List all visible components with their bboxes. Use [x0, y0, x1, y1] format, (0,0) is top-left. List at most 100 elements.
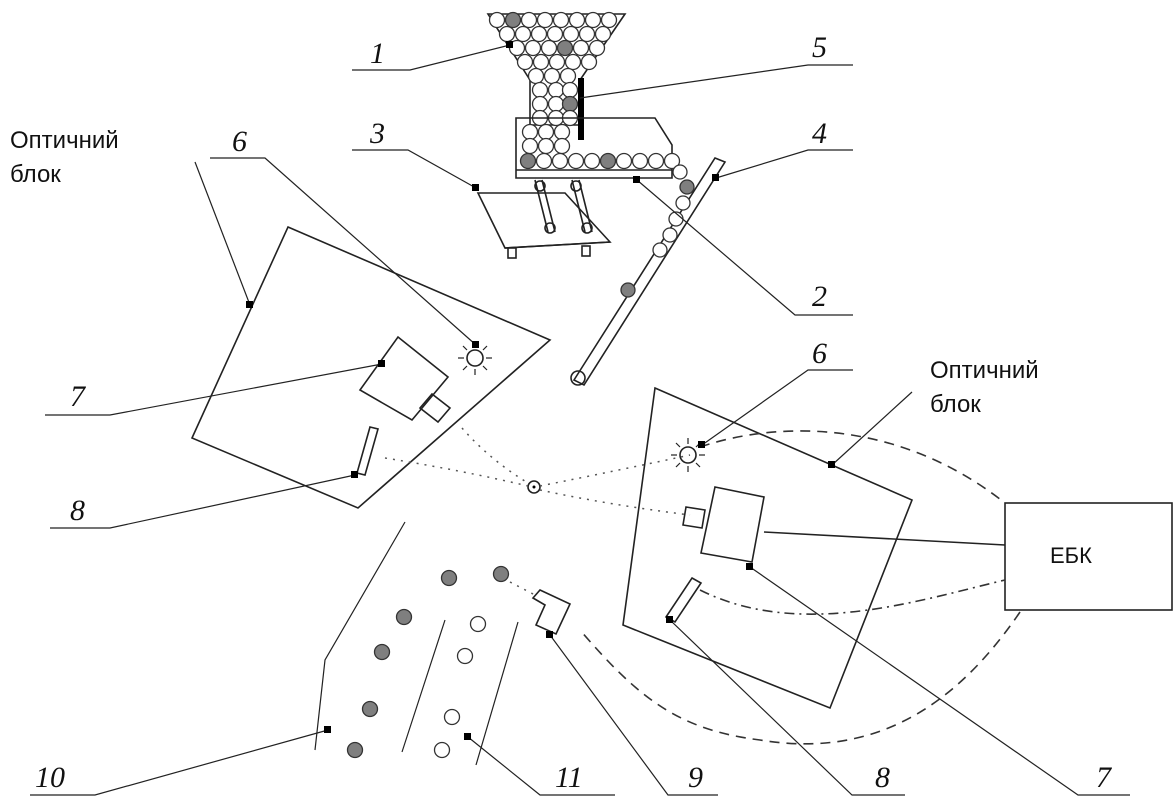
view-line-right-2	[539, 454, 691, 487]
hopper-ball	[588, 39, 606, 57]
hopper-ball	[561, 95, 579, 113]
hopper-ball	[600, 11, 618, 29]
tray-ball	[599, 152, 617, 170]
hopper-ball	[527, 67, 545, 85]
falling-ball	[672, 164, 688, 180]
label-9: 9	[688, 761, 703, 794]
hopper-ball	[561, 81, 579, 99]
leader-6-right	[701, 369, 853, 446]
leader-1	[352, 44, 511, 71]
label-6-left: 6	[232, 125, 247, 158]
hopper-ball	[578, 25, 596, 43]
tray-ball	[631, 152, 649, 170]
leader-8-left	[50, 474, 356, 529]
mirror-left	[356, 426, 379, 476]
air-jet	[509, 581, 536, 596]
label-11: 11	[555, 761, 583, 794]
leader-9	[549, 634, 718, 796]
leader-3	[352, 149, 477, 189]
link-ebk-to-ejector	[579, 611, 1021, 745]
hopper-ball	[568, 11, 586, 29]
collector-divider	[401, 619, 446, 753]
camera-right-lens	[682, 506, 706, 529]
tray-balls	[519, 123, 681, 170]
base-foot-left	[507, 247, 517, 259]
camera-left-lens	[418, 392, 452, 424]
rejected-ball	[361, 700, 379, 718]
accepted-ball	[433, 741, 451, 759]
hopper-ball	[546, 25, 564, 43]
accepted-ball	[469, 615, 487, 633]
hopper-ball	[514, 25, 532, 43]
tray-ball	[663, 152, 681, 170]
leader-optical-right	[831, 391, 913, 466]
hopper-ball	[536, 11, 554, 29]
rejected-ball	[492, 565, 510, 583]
tray-ball	[647, 152, 665, 170]
optical-block-left	[190, 225, 552, 509]
leader-11	[467, 736, 615, 796]
light-source-right	[671, 438, 705, 472]
tray-ball	[553, 123, 571, 141]
hopper	[486, 11, 627, 127]
hopper-ball	[562, 25, 580, 43]
hopper-ball	[504, 11, 522, 29]
rejected-ball	[373, 643, 391, 661]
spring-left	[534, 179, 556, 234]
label-10: 10	[35, 761, 65, 794]
optical-block-left-frame	[190, 225, 552, 509]
falling-ball	[620, 282, 636, 298]
tray-ball	[521, 137, 539, 155]
rejected-ball	[440, 569, 458, 587]
hopper-ball	[524, 39, 542, 57]
view-line-left-1	[461, 427, 529, 484]
accepted-ball	[456, 647, 474, 665]
ejector-nozzle	[509, 581, 572, 636]
label-5: 5	[812, 31, 827, 64]
camera-right	[682, 486, 765, 563]
control-unit: ЕБК	[1004, 502, 1173, 611]
view-line-right-1	[539, 489, 691, 516]
collector-walls	[314, 521, 519, 766]
base-foot-right	[581, 245, 591, 257]
hopper-ball	[532, 53, 550, 71]
falling-balls	[620, 164, 695, 298]
vibratory-tray	[515, 117, 681, 179]
view-line-left-2	[384, 457, 529, 487]
mirror-right	[664, 576, 703, 624]
leader-7-right	[749, 566, 1130, 796]
hopper-balls	[488, 11, 618, 127]
tray-ball	[583, 152, 601, 170]
collector-wall-inner	[475, 621, 519, 766]
label-1: 1	[370, 37, 385, 70]
tray-ball	[537, 123, 555, 141]
hopper-ball	[498, 25, 516, 43]
hopper-ball	[580, 53, 598, 71]
label-3: 3	[369, 117, 385, 150]
optical-block-right-frame	[622, 386, 914, 710]
collector-wall-outer	[314, 521, 406, 751]
leader-2	[636, 179, 853, 316]
falling-ball	[662, 227, 678, 243]
chute-end	[570, 370, 586, 386]
hopper-ball	[594, 25, 612, 43]
hopper-ball	[548, 53, 566, 71]
camera-left-body	[358, 335, 450, 422]
tray-ball	[519, 152, 537, 170]
hopper-ball	[572, 39, 590, 57]
optical-block-left-title-line2: блок	[10, 161, 61, 188]
leader-8-right	[669, 619, 905, 796]
hopper-ball	[584, 11, 602, 29]
tray-ball	[567, 152, 585, 170]
label-2: 2	[812, 280, 827, 313]
shutter-rod	[578, 78, 584, 140]
tray-ball	[551, 152, 569, 170]
hopper-ball	[552, 11, 570, 29]
flying-particle	[527, 480, 541, 494]
leader-5	[579, 64, 853, 99]
label-8-right: 8	[875, 761, 890, 794]
control-unit-box	[1004, 502, 1173, 611]
ejector-body	[531, 589, 572, 636]
inclined-chute	[570, 157, 727, 387]
